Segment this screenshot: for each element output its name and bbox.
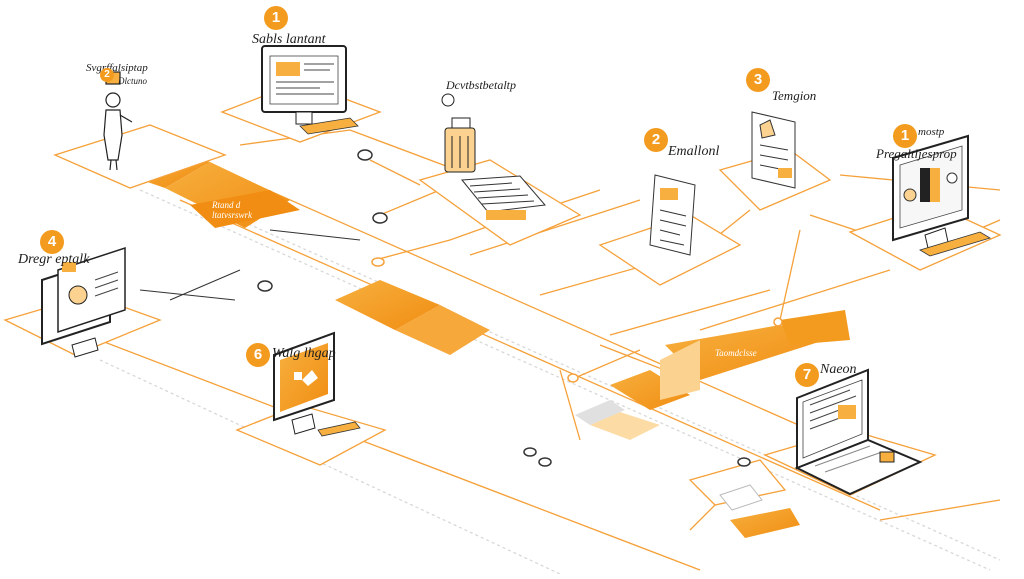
step-label-3: Temgion xyxy=(772,88,817,103)
bottle-icon xyxy=(441,93,476,173)
monitor-icon xyxy=(41,246,126,358)
person-figure xyxy=(103,71,133,171)
step-badge-6: 6 xyxy=(246,343,270,367)
monitor-icon xyxy=(261,45,359,135)
step-label-6: Walg lhgap xyxy=(272,346,336,361)
step-prefix-1b: mostp xyxy=(918,126,945,138)
step-badge-3: 3 xyxy=(746,68,770,92)
step-label-1b: Pregaltljesprop xyxy=(876,146,957,161)
step-badge-4: 4 xyxy=(40,230,64,254)
person-sublabel: Dlctuno xyxy=(118,76,147,86)
step-badge-2a: 2 xyxy=(644,128,668,152)
step-label-4: Dregr eptalk xyxy=(18,252,90,267)
step-badge-1b: 1 xyxy=(893,124,917,148)
stack-pad xyxy=(719,484,763,511)
document-icon xyxy=(649,174,696,256)
monitor-icon xyxy=(273,331,361,437)
step-badge-1a: 1 xyxy=(264,6,288,30)
platform-label-left: Rtand d ltatvsrswrk xyxy=(212,200,253,220)
platform-label-right: Taomdclsse xyxy=(715,348,757,358)
step-label-2a: Emallonl xyxy=(668,144,720,159)
person-badge: 2 xyxy=(100,68,114,82)
person-label: Svgrffalsiptap xyxy=(86,62,148,74)
document-icon xyxy=(751,111,796,189)
step-badge-7: 7 xyxy=(795,363,819,387)
connector-nodes xyxy=(257,149,783,467)
laptop-icon xyxy=(794,368,923,496)
monitor-icon xyxy=(892,134,991,257)
step-label-7: Naeon xyxy=(820,362,857,377)
step-label-1a: Sabls lantant xyxy=(252,32,326,47)
bottle-label: Dcvtbstbetaltp xyxy=(446,78,516,92)
document-icon xyxy=(461,175,546,220)
